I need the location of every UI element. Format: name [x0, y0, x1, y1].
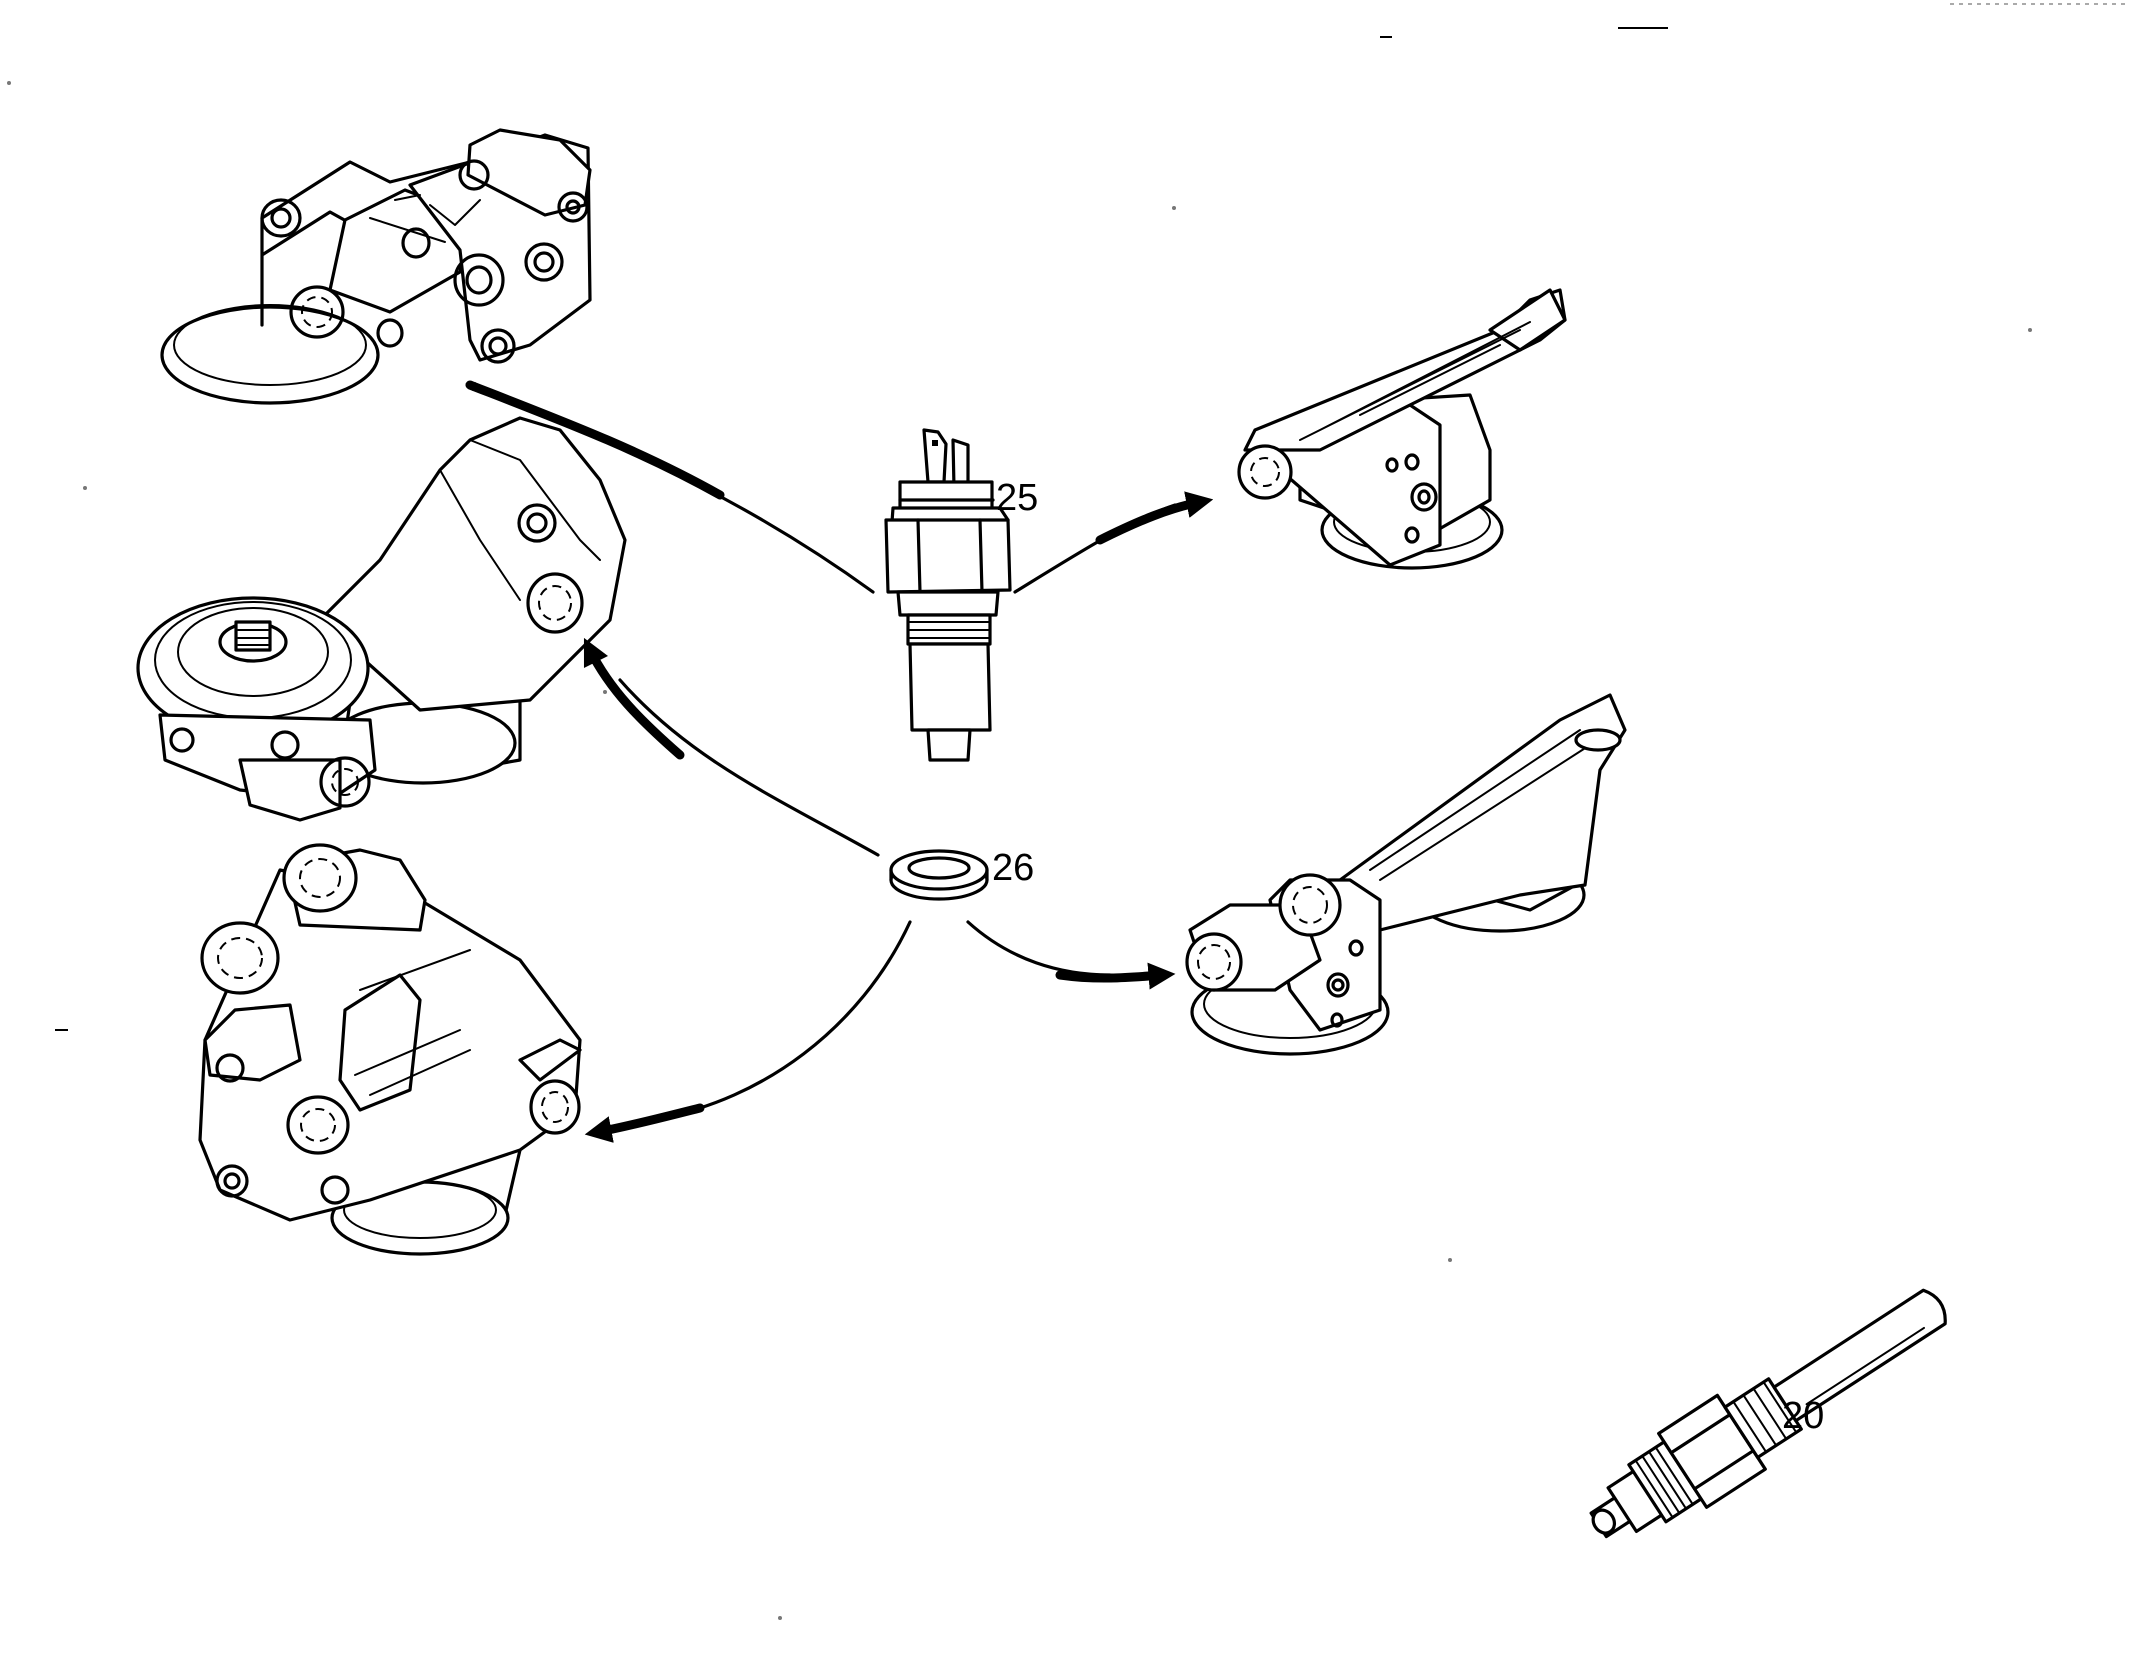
callout-label-25: 25: [996, 477, 1038, 519]
filter-housing-upper-left: [160, 128, 592, 405]
callout-label-26: 26: [992, 847, 1034, 889]
temperature-sensor: [1589, 1288, 1947, 1539]
callout-label-20: 20: [1782, 1395, 1824, 1437]
filter-bracket-lower-right: [1185, 693, 1627, 1056]
sealing-washer: [889, 849, 989, 901]
scan-marks: [7, 3, 2130, 1620]
filter-housing-lower-left: [198, 843, 582, 1256]
pressure-switch-sensor: [884, 428, 1012, 762]
filter-bracket-upper-right: [1237, 288, 1567, 570]
arrow-26-to-lower-left-housing: [658, 920, 912, 1120]
arrow-26-to-middle-left-housing: [618, 678, 880, 857]
arrow-26-to-lower-right-bracket: [966, 920, 1112, 977]
filter-housing-middle-left: [136, 416, 627, 822]
assembly-arrows: [465, 380, 1214, 1143]
